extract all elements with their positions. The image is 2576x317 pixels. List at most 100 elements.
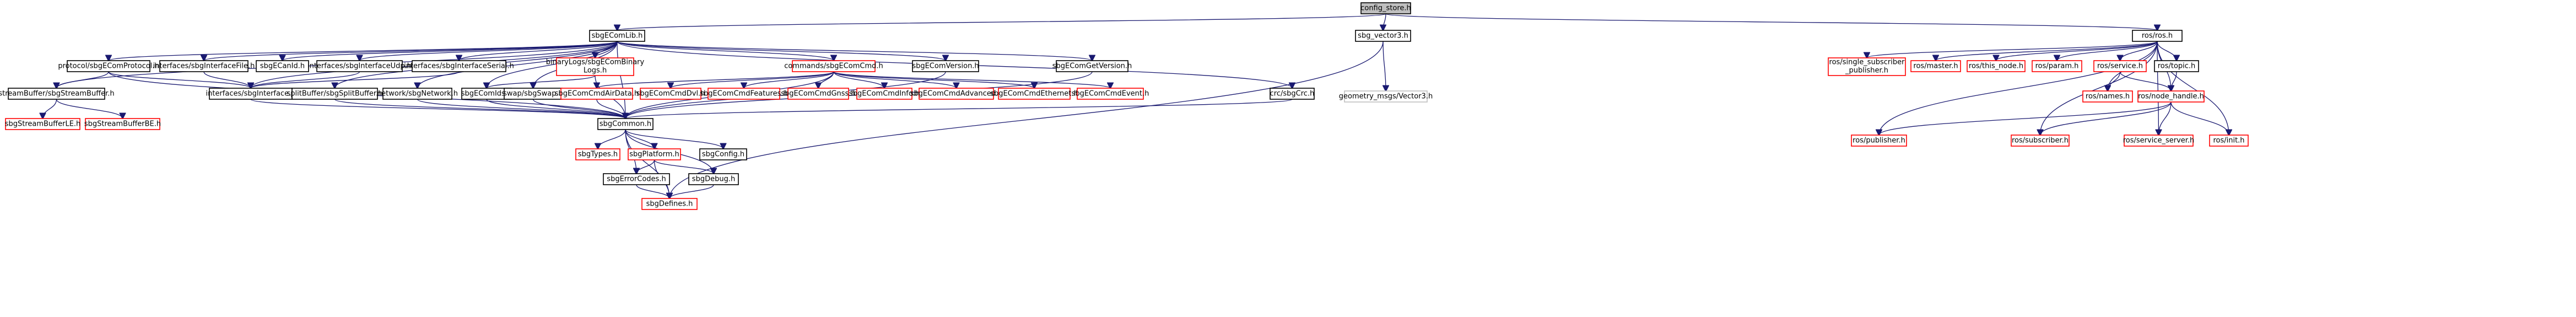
node-ifSerial[interactable]: interfaces/sbgInterfaceSerial.h xyxy=(404,60,514,72)
node-protocol[interactable]: protocol/sbgEComProtocol.h xyxy=(58,60,159,72)
node-sbgErrorCodes[interactable]: sbgErrorCodes.h xyxy=(603,173,670,185)
node-names[interactable]: ros/names.h xyxy=(2082,90,2133,103)
node-box-geomVector3 xyxy=(1344,90,1428,103)
node-cmdFeatures[interactable]: sbgEComCmdFeatures.h xyxy=(700,88,788,100)
node-box-cmdEvent xyxy=(1077,88,1144,100)
edge-ifInterface-to-sbgCommon xyxy=(250,99,625,119)
node-box-master xyxy=(1910,60,1961,72)
node-splitBuffer[interactable]: splitBuffer/sbgSplitBuffer.h xyxy=(287,88,383,100)
node-version[interactable]: sbgEComVersion.h xyxy=(912,60,979,72)
edge-ifUdp-to-ifInterface xyxy=(251,71,360,88)
node-label-cmdEthernet: sbgEComCmdEthernet.h xyxy=(990,90,1078,98)
edge-service-to-nodeHandle xyxy=(2119,71,2172,91)
node-ifInterface[interactable]: interfaces/sbgInterface.h xyxy=(206,88,296,100)
edge-streamBuffer-to-streamBE xyxy=(56,99,123,119)
node-box-sbgTypes xyxy=(575,148,620,160)
node-box-service xyxy=(2093,60,2147,72)
edge-binaryLogs-to-sbgEComIds xyxy=(487,75,596,88)
node-label-serviceServer: ros/service_server.h xyxy=(2123,137,2195,145)
edge-sbgEComLib-to-sbgEComIds xyxy=(487,41,618,88)
node-box-init xyxy=(2209,135,2249,147)
node-label-sbgCommon: sbgCommon.h xyxy=(600,120,651,128)
node-label-singleSub-line1: ros/single_subscriber xyxy=(1829,58,1905,67)
node-box-ifUdp xyxy=(316,60,403,72)
node-label-cmdGnss: sbgEComCmdGnss.h xyxy=(781,90,855,98)
node-swap[interactable]: swap/sbgSwap.h xyxy=(503,88,563,100)
edge-ifSerial-to-ifInterface xyxy=(251,71,460,88)
node-box-getVersion xyxy=(1056,60,1128,72)
node-label-ifUdp: interfaces/sbgInterfaceUdp.h xyxy=(307,62,412,71)
node-getVersion[interactable]: sbgEComGetVersion.h xyxy=(1052,60,1132,72)
node-init[interactable]: ros/init.h xyxy=(2209,135,2249,147)
node-label-singleSub-line2: _publisher.h xyxy=(1845,67,1888,75)
node-box-ifFile xyxy=(159,60,249,72)
node-sbgTypes[interactable]: sbgTypes.h xyxy=(575,148,620,160)
node-ifFile[interactable]: interfaces/sbgInterfaceFile.h xyxy=(153,60,255,72)
node-sbg_vector3[interactable]: sbg_vector3.h xyxy=(1355,30,1411,42)
node-box-cmdAirData xyxy=(560,88,633,100)
node-box-singleSub xyxy=(1828,57,1906,76)
node-label-network: network/sbgNetwork.h xyxy=(377,90,458,98)
node-service[interactable]: ros/service.h xyxy=(2093,60,2147,72)
node-label-cmdInfo: sbgEComCmdInfo.h xyxy=(849,90,920,98)
node-label-sbgConfig: sbgConfig.h xyxy=(702,151,744,159)
edge-sbgPlatform-to-sbgDebug xyxy=(654,159,714,174)
node-sbgPlatform[interactable]: sbgPlatform.h xyxy=(628,148,681,160)
node-box-subscriber xyxy=(2011,135,2070,147)
node-label-binaryLogs-line2: Logs.h xyxy=(584,67,607,75)
node-sbgDebug[interactable]: sbgDebug.h xyxy=(688,173,739,185)
node-cmdAdvanced[interactable]: sbgEComCmdAdvanced.h xyxy=(910,88,1003,100)
edge-protocol-to-streamBuffer xyxy=(57,71,109,88)
node-master[interactable]: ros/master.h xyxy=(1910,60,1961,72)
node-box-protocol xyxy=(67,60,150,72)
node-box-config_store xyxy=(1360,2,1411,14)
edge-sbgEComLib-to-ifUdp xyxy=(360,41,618,61)
node-box-sbgErrorCodes xyxy=(603,173,670,185)
node-nodeHandle[interactable]: ros/node_handle.h xyxy=(2137,90,2205,103)
node-sbgConfig[interactable]: sbgConfig.h xyxy=(699,148,747,160)
node-serviceServer[interactable]: ros/service_server.h xyxy=(2123,135,2195,147)
node-network[interactable]: network/sbgNetwork.h xyxy=(377,88,458,100)
node-topic[interactable]: ros/topic.h xyxy=(2154,60,2199,72)
node-ros[interactable]: ros/ros.h xyxy=(2132,30,2183,42)
node-sbgECanId[interactable]: sbgECanId.h xyxy=(256,60,309,72)
node-thisNode[interactable]: ros/this_node.h xyxy=(1967,60,2026,72)
node-box-param xyxy=(2032,60,2082,72)
node-ifUdp[interactable]: interfaces/sbgInterfaceUdp.h xyxy=(307,60,412,72)
node-crc[interactable]: crc/sbgCrc.h xyxy=(1270,88,1315,100)
node-cmdInfo[interactable]: sbgEComCmdInfo.h xyxy=(849,88,920,100)
node-publisher[interactable]: ros/publisher.h xyxy=(1851,135,1907,147)
node-param[interactable]: ros/param.h xyxy=(2032,60,2082,72)
node-sbgEComIds[interactable]: sbgEComIds.h xyxy=(461,88,512,100)
node-streamLE[interactable]: sbgStreamBufferLE.h xyxy=(5,118,81,130)
node-config_store[interactable]: config_store.h xyxy=(1360,2,1411,14)
node-sbgEComLib[interactable]: sbgEComLib.h xyxy=(589,30,645,42)
node-streamBuffer[interactable]: streamBuffer/sbgStreamBuffer.h xyxy=(0,88,115,100)
node-label-cmd: commands/sbgEComCmd.h xyxy=(784,62,883,71)
node-cmdEvent[interactable]: sbgEComCmdEvent.h xyxy=(1072,88,1149,100)
node-cmdAirData[interactable]: sbgEComCmdAirData.h xyxy=(555,88,639,100)
node-label-crc: crc/sbgCrc.h xyxy=(1270,90,1315,98)
node-cmdEthernet[interactable]: sbgEComCmdEthernet.h xyxy=(990,88,1078,100)
edge-ros-to-thisNode xyxy=(1996,41,2158,61)
edge-sbgEComLib-to-network xyxy=(418,41,618,88)
node-label-sbgDefines: sbgDefines.h xyxy=(646,200,693,208)
edge-sbgPlatform-to-sbgErrorCodes xyxy=(636,159,655,174)
node-sbgDefines[interactable]: sbgDefines.h xyxy=(641,198,698,210)
node-cmdGnss[interactable]: sbgEComCmdGnss.h xyxy=(781,88,856,100)
edge-cmd-to-cmdEvent xyxy=(833,71,1110,88)
node-streamBE[interactable]: sbgStreamBufferBE.h xyxy=(84,118,161,130)
node-sbgCommon[interactable]: sbgCommon.h xyxy=(597,118,654,130)
node-singleSub[interactable]: ros/single_subscriber_publisher.h xyxy=(1828,57,1906,76)
node-label-sbgTypes: sbgTypes.h xyxy=(578,151,618,159)
node-box-thisNode xyxy=(1967,60,2026,72)
node-label-sbgEComIds: sbgEComIds.h xyxy=(461,90,512,98)
edge-sbgDebug-to-sbgDefines xyxy=(669,184,714,198)
node-cmd[interactable]: commands/sbgEComCmd.h xyxy=(784,60,883,72)
node-subscriber[interactable]: ros/subscriber.h xyxy=(2011,135,2070,147)
edge-streamBuffer-to-streamLE xyxy=(43,99,57,119)
node-cmdDvl[interactable]: sbgEComCmdDvl.h xyxy=(636,88,705,100)
node-box-serviceServer xyxy=(2124,135,2194,147)
